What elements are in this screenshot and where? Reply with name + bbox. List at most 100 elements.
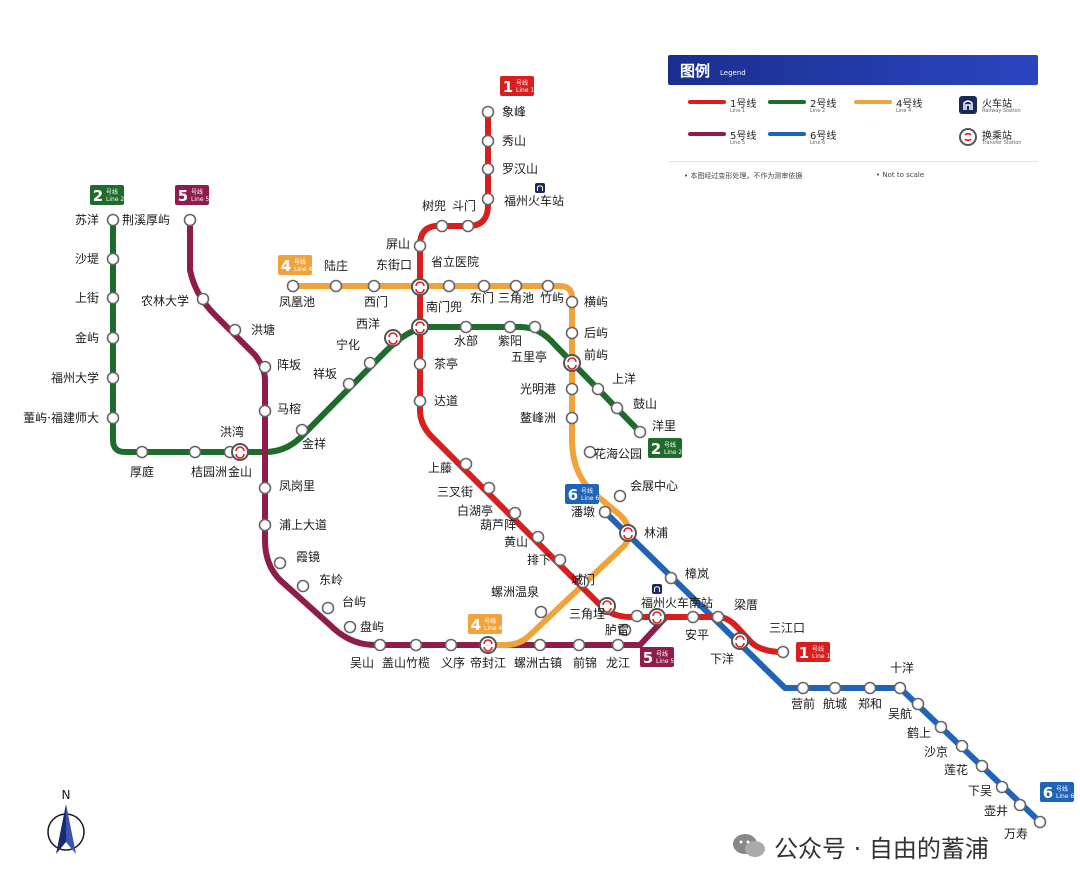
legend-transfer-label: 换乘站: [982, 131, 1012, 142]
station-marker: [531, 530, 545, 544]
station-label: 秀山: [502, 134, 526, 148]
legend-line5-swatch: [688, 132, 726, 136]
station-marker: [1013, 798, 1027, 812]
station-marker: [613, 489, 627, 503]
legend-line4-label: 4号线: [896, 99, 923, 110]
station-label: 水部: [454, 333, 478, 348]
station-marker: [533, 638, 547, 652]
station-label: 达道: [434, 394, 458, 408]
station-label: 前锦: [573, 655, 597, 670]
station-marker: [459, 320, 473, 334]
station-marker: [461, 219, 475, 233]
station-label: 会展中心: [630, 478, 678, 493]
station-marker: [258, 518, 272, 532]
badge-number: 6: [1043, 784, 1053, 802]
station-label: 黄山: [504, 535, 528, 549]
station-marker: [342, 377, 356, 391]
station-marker: [481, 162, 495, 176]
station-label: 鳌峰洲: [520, 410, 556, 425]
station-marker: [528, 320, 542, 334]
station-marker: [329, 279, 343, 293]
station-label: 螺洲古镇: [514, 655, 562, 670]
station-label: 安平: [685, 627, 709, 642]
station-label: 盘屿: [360, 619, 384, 634]
legend-line1-label: 1号线: [730, 99, 757, 110]
station-marker: [630, 609, 644, 623]
station-label: 洪湾: [220, 424, 244, 439]
station-label: 营前: [791, 696, 815, 711]
legend-line4-swatch: [854, 100, 892, 104]
badge-number: 2: [93, 187, 103, 205]
station-marker: [553, 553, 567, 567]
badge-en: Line 1: [516, 87, 534, 94]
badge-number: 4: [281, 257, 291, 275]
station-label: 上洋: [612, 371, 636, 386]
station-marker: [618, 623, 632, 637]
station-marker: [1033, 815, 1047, 829]
station-marker: [576, 575, 590, 589]
watermark: 公众号 · 自由的蓄浦: [732, 828, 989, 864]
badge-en: Line 5: [191, 196, 209, 203]
station-label: 排下: [527, 553, 551, 567]
station-label: 沙京: [924, 745, 948, 759]
badge-number: 6: [568, 486, 578, 504]
station-marker: [444, 638, 458, 652]
badge-text: 号线: [664, 441, 676, 449]
badge-en: Line 6: [581, 495, 599, 502]
station-marker: [106, 411, 120, 425]
legend-railway-label: 火车站: [982, 99, 1012, 110]
badge-text: 号线: [1056, 785, 1068, 793]
station-label: 螺洲温泉: [491, 585, 539, 599]
station-marker: [296, 579, 310, 593]
station-marker: [863, 681, 877, 695]
badge-number: 1: [503, 78, 513, 96]
station-label: 马榕: [277, 401, 301, 416]
station-label: 后屿: [584, 326, 608, 340]
legend-line1-en: Line 1: [730, 108, 746, 114]
badge-text: 号线: [484, 617, 496, 625]
station-label: 罗汉山: [502, 162, 538, 176]
station-label: 城门: [571, 572, 595, 587]
station-label: 紫阳: [498, 334, 522, 348]
station-marker: [565, 411, 579, 425]
legend-subtitle: Legend: [720, 69, 746, 77]
station-label: 樟岚: [685, 566, 709, 581]
stations-layer: [106, 105, 1047, 829]
station-label: 郑和: [858, 696, 882, 711]
badge-en: Line 4: [484, 625, 502, 632]
transfer-icon: [415, 321, 425, 334]
station-label: 西洋: [356, 316, 380, 331]
station-marker: [295, 423, 309, 437]
legend-line6-label: 6号线: [810, 131, 837, 142]
station-marker: [106, 213, 120, 227]
station-marker: [258, 360, 272, 374]
station-label: 树兜: [422, 198, 446, 213]
badge-text: 号线: [581, 487, 593, 495]
station-label: 洋里: [652, 418, 676, 433]
compass-label: N: [62, 788, 71, 802]
legend-line2-swatch: [768, 100, 806, 104]
station-label: 三叉街: [437, 485, 473, 499]
station-label: 沙堤: [75, 252, 99, 266]
badge-number: 5: [178, 187, 188, 205]
station-marker: [828, 681, 842, 695]
station-label: 凤岗里: [279, 479, 315, 493]
station-label: 三江口: [769, 621, 805, 635]
station-label: 上藤: [428, 461, 452, 475]
station-marker: [273, 556, 287, 570]
transfer-icon: [415, 281, 425, 294]
station-label: 福州大学: [51, 370, 99, 385]
badge-number: 1: [799, 644, 809, 662]
station-marker: [442, 279, 456, 293]
station-label: 胪雷: [605, 623, 629, 637]
station-marker: [435, 219, 449, 233]
station-label: 斗门: [452, 198, 476, 213]
station-label: 白湖亭: [457, 503, 493, 518]
